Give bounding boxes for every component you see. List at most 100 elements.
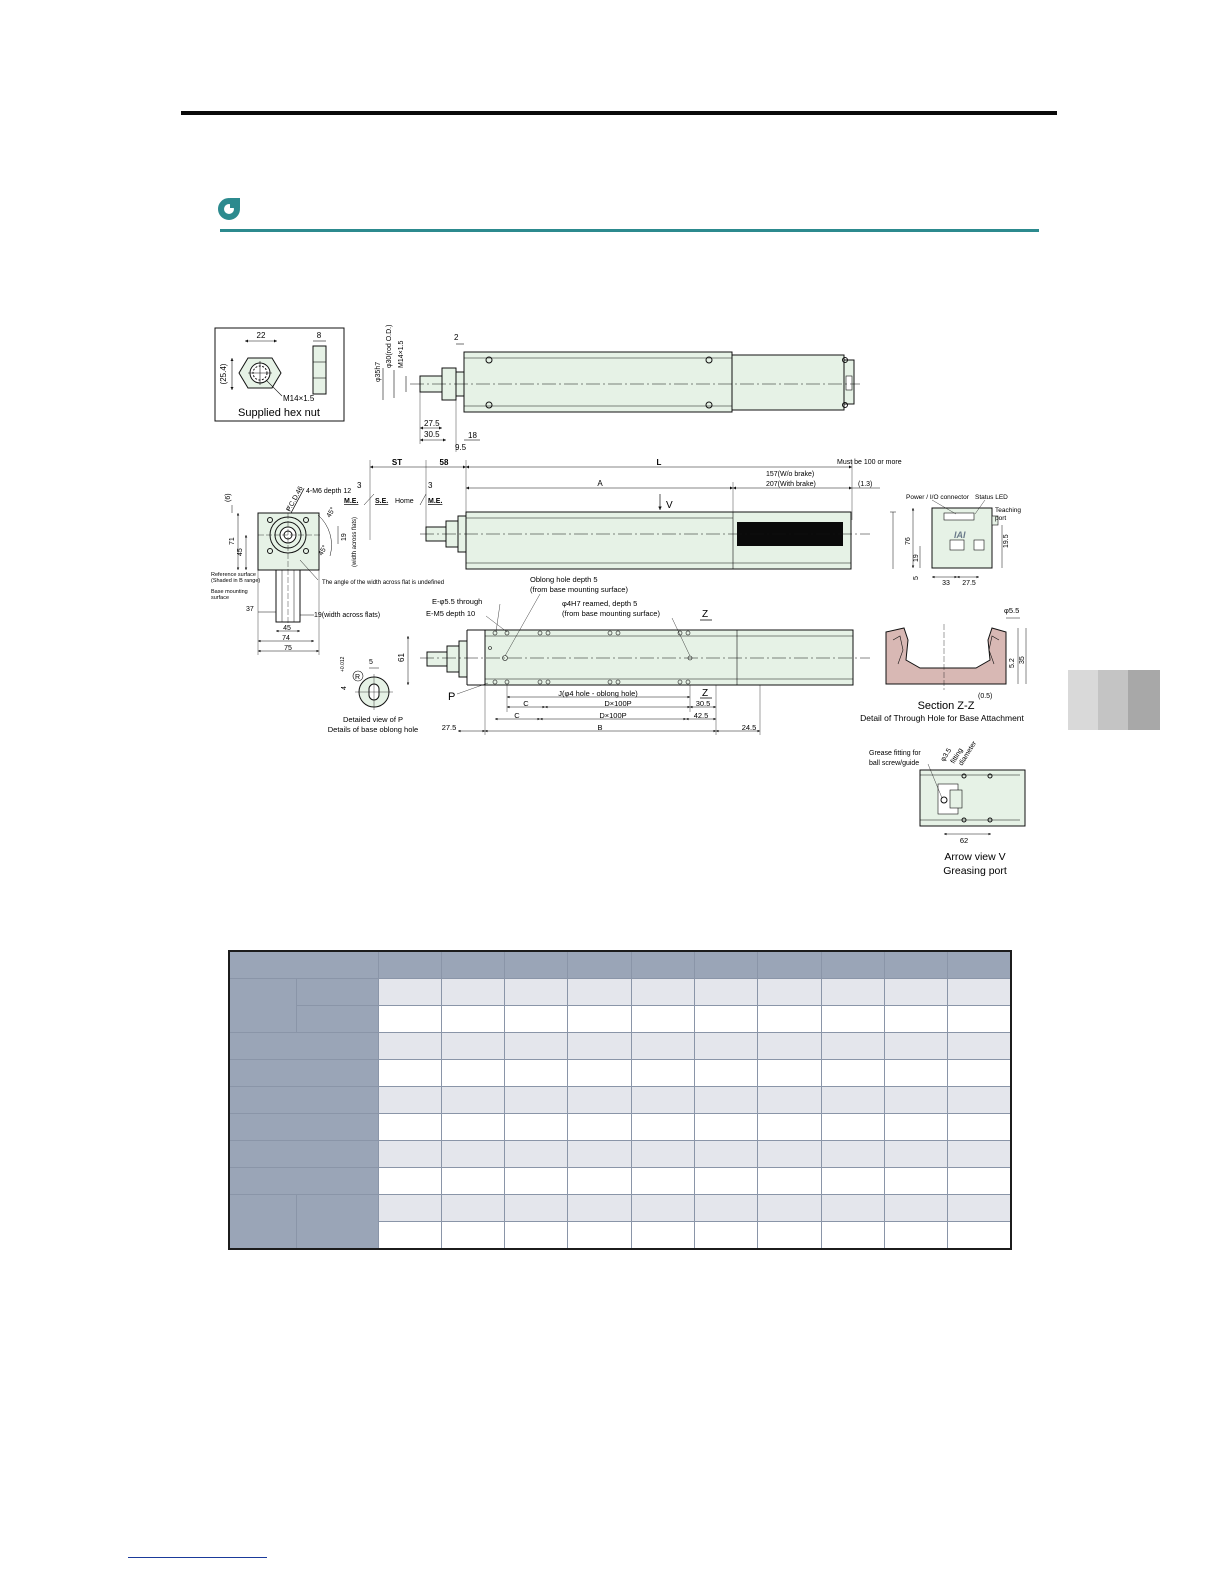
end-dim-45v: 45 (237, 548, 244, 556)
m5-depth-label: E-M5 depth 10 (426, 609, 475, 618)
section-z-bottom: Z (702, 688, 708, 699)
top-dim-d2: φ30(rod O.D.) (386, 325, 393, 368)
dim-58: 58 (440, 458, 449, 467)
top-rule (181, 111, 1057, 115)
dim-42-5: 42.5 (694, 711, 709, 720)
zz-dim-phi-5-5: φ5.5 (1004, 606, 1019, 615)
oblong-hole-label-2: (from base mounting surface) (530, 585, 628, 594)
dim-30-5: 30.5 (696, 699, 711, 708)
side-view: ST 58 L Must be 100 or more 157(W/o brak… (344, 458, 902, 570)
end-flats: 19(width across flats) (314, 612, 380, 619)
conn-dim-33: 33 (942, 580, 950, 587)
end-dim-74: 74 (282, 635, 290, 642)
must-be-note: Must be 100 or more (837, 459, 902, 466)
top-dim-d1: φ35h7 (375, 362, 382, 382)
section-marker-icon (218, 198, 240, 220)
plan-view: E-φ5.5 through E-M5 depth 10 Oblong hole… (397, 575, 870, 735)
section-z-top: Z (702, 609, 708, 620)
detail-p-dim-5: 5 (369, 659, 373, 666)
table-row (228, 1032, 1012, 1060)
table-header-row (228, 950, 1012, 979)
conn-dim-19-5: 19.5 (1003, 534, 1010, 548)
section-zz-view: φ5.5 5.2 35 (0.5) Section Z-Z Detail of … (860, 606, 1027, 723)
table-row (229, 1221, 1012, 1250)
hex-nut-height: (25.4) (219, 363, 228, 384)
end-pcd: P.C.D.46 (286, 485, 305, 513)
home-mark: Home (395, 498, 414, 505)
w-brake-dim: 207(With brake) (766, 481, 816, 488)
dim-24-5: 24.5 (742, 723, 757, 732)
grease-fitting-label-1: Grease fitting for (869, 750, 921, 757)
arrow-view-v-title: Arrow view V (944, 851, 1005, 863)
index-tab-1 (1068, 670, 1098, 730)
table-row (228, 1113, 1012, 1141)
end-angle-a: 45° (325, 506, 337, 519)
detail-p-marker: P (448, 691, 455, 703)
dim-c-1: C (523, 699, 529, 708)
through-hole-label: E-φ5.5 through (432, 597, 482, 606)
conn-dim-76: 76 (905, 537, 912, 545)
end-dim-6: (6) (225, 493, 232, 502)
end-width-across: (width across flats) (352, 517, 358, 567)
dim-l: L (657, 458, 662, 467)
zz-dim-0-5: (0.5) (978, 693, 992, 700)
oblong-hole-label-1: Oblong hole depth 5 (530, 575, 598, 584)
hex-nut-thread: M14×1.5 (283, 394, 315, 403)
footer-link-underline (128, 1557, 267, 1558)
iai-logo: IAI (954, 530, 966, 540)
grease-fitting-label-2: ball screw/guide (869, 760, 919, 767)
end-dim-75: 75 (284, 645, 292, 652)
top-dim-d6: 30.5 (424, 430, 440, 439)
dim-d100p-2: D×100P (599, 711, 626, 720)
ref-surface-1: Reference surface (211, 572, 256, 578)
end-dim-19: 19 (341, 533, 348, 541)
power-io-connector-label: Power / I/O connector (906, 494, 970, 501)
teaching-port-label-2: port (995, 515, 1006, 522)
wo-brake-dim: 157(W/o brake) (766, 471, 814, 478)
ref-surface-2: (Shaded in B range) (211, 578, 260, 584)
table-row (229, 1005, 1012, 1033)
zz-dim-5-2: 5.2 (1009, 658, 1016, 668)
conn-dim-5: 5 (913, 576, 920, 580)
detail-p-dim-4: 4 (341, 686, 348, 690)
hex-nut-caption: Supplied hex nut (238, 407, 320, 419)
detail-p-caption-1: Detailed view of P (343, 715, 403, 724)
dim-b: B (597, 723, 602, 732)
top-dim-d7: 18 (468, 431, 477, 440)
end-angle-note: The angle of the width across flat is un… (322, 580, 444, 586)
greasing-port-title: Greasing port (943, 865, 1007, 877)
dim-c-2: C (514, 711, 520, 720)
table-row (228, 1059, 1012, 1087)
detail-p-view: 5 4 +0.012 R Detailed view of P Details … (328, 656, 418, 734)
dim-j: J(φ4 hole - oblong hole) (558, 689, 638, 698)
me-left: M.E. (344, 498, 358, 505)
spec-table (228, 950, 1012, 1250)
top-dim-d8: 9.5 (455, 443, 467, 452)
detail-p-radius: R (355, 674, 360, 681)
hex-nut-view: 22 8 (25.4) M14×1.5 Supplied hex nut (214, 327, 345, 422)
top-dim-d3: M14×1.5 (398, 340, 405, 368)
se-mark: S.E. (375, 498, 388, 505)
end-m6: 4-M6 depth 12 (306, 488, 351, 495)
dim-a: A (597, 479, 603, 488)
index-tab-2 (1098, 670, 1128, 730)
detail-p-caption-2: Details of base oblong hole (328, 725, 418, 734)
view-v-label: V (666, 500, 673, 511)
table-row (228, 1086, 1012, 1114)
zz-dim-35: 35 (1019, 656, 1026, 664)
reamed-label-1: φ4H7 reamed, depth 5 (562, 599, 637, 608)
me-right: M.E. (428, 498, 442, 505)
dim-1-3: (1.3) (858, 481, 872, 488)
top-view: φ35h7 φ30(rod O.D.) M14×1.5 2 27.5 30.5 … (375, 325, 860, 452)
table-row (228, 1140, 1012, 1168)
status-led-label: Status LED (975, 494, 1008, 501)
detail-p-tolerance: +0.012 (340, 656, 346, 672)
teaching-port-label-1: Teaching (995, 507, 1021, 514)
end-dim-71: 71 (229, 537, 236, 545)
reamed-label-2: (from base mounting surface) (562, 609, 660, 618)
section-zz-subtitle: Detail of Through Hole for Base Attachme… (860, 713, 1024, 723)
hex-nut-thickness: 8 (317, 331, 322, 340)
table-row (228, 978, 1012, 1033)
dim-3a: 3 (357, 481, 362, 490)
